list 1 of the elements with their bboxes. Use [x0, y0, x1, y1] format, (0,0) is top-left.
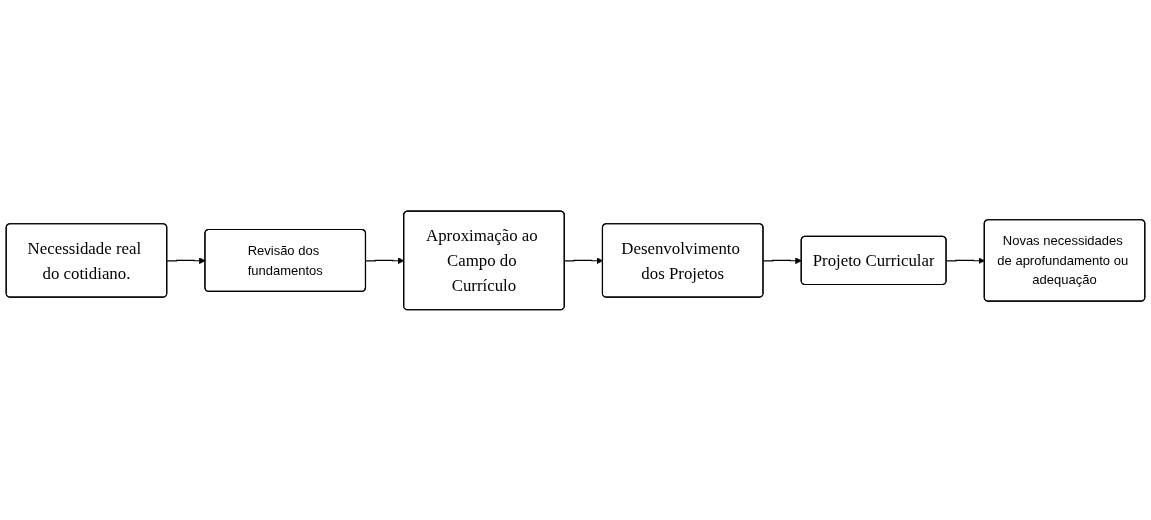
arrow — [762, 256, 802, 264]
